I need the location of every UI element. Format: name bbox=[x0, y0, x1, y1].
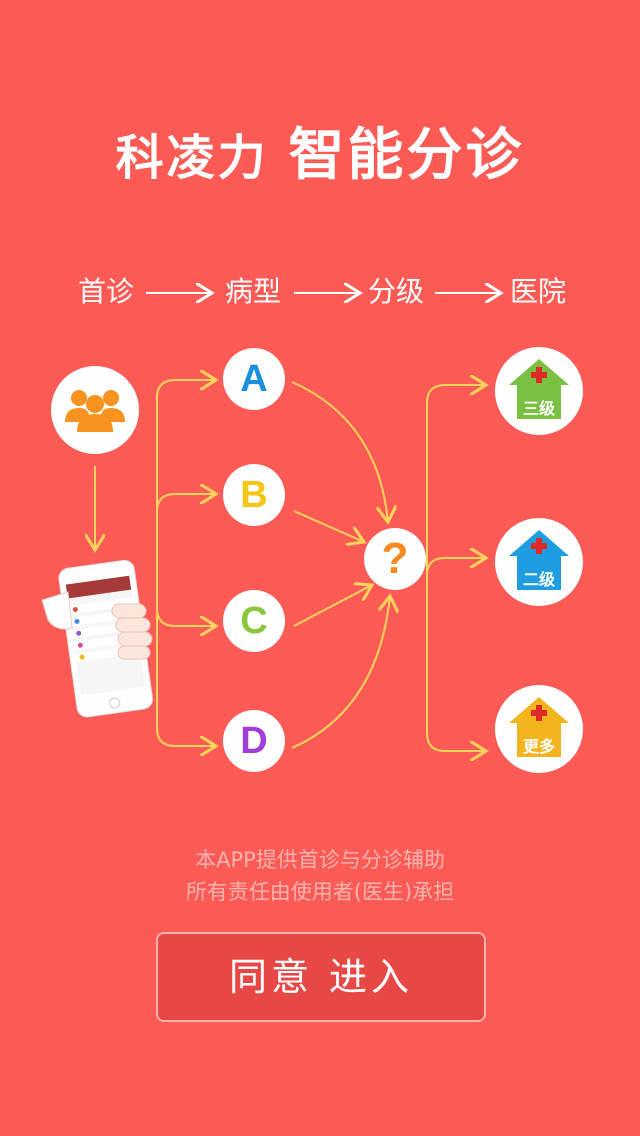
disease-type-d: D bbox=[223, 710, 285, 772]
flow-step-first-visit: 首诊 bbox=[78, 275, 135, 308]
bracket-to-more bbox=[426, 568, 486, 751]
phone-in-hand-illustration bbox=[41, 559, 153, 718]
arrow-d-to-question bbox=[291, 596, 390, 749]
disease-type-b: B bbox=[223, 464, 285, 526]
hospital-level2-label: 二级 bbox=[522, 570, 555, 589]
arrow-to-b bbox=[156, 494, 216, 513]
hospital-level3-node: 三级 bbox=[495, 347, 583, 435]
hospital-house-icon bbox=[509, 359, 569, 419]
title-main: 智能分诊 bbox=[288, 123, 525, 188]
bracket-to-level3 bbox=[426, 385, 486, 568]
flow-step-hospital: 医院 bbox=[510, 275, 567, 308]
brand-name: 科凌力 bbox=[115, 130, 269, 186]
agree-enter-button[interactable]: 同意 进入 bbox=[156, 932, 486, 1022]
notice-line-2: 所有责任由使用者(医生)承担 bbox=[185, 880, 455, 904]
patients-node bbox=[51, 366, 139, 454]
hospital-level2-node: 二级 bbox=[495, 518, 583, 606]
arrow-to-c bbox=[156, 607, 216, 626]
grading-question-node: ? bbox=[364, 528, 426, 590]
hospital-level3-label: 三级 bbox=[522, 399, 555, 418]
arrow-b-to-question bbox=[293, 510, 364, 542]
hospital-house-icon bbox=[509, 697, 569, 757]
notice-line-1: 本APP提供首诊与分诊辅助 bbox=[195, 848, 445, 872]
arrow-a-to-question bbox=[291, 381, 388, 522]
bracket-to-a bbox=[156, 379, 176, 747]
arrow-to-level2 bbox=[426, 558, 486, 576]
arrow-c-to-question bbox=[293, 585, 372, 627]
flow-step-disease-type: 病型 bbox=[225, 275, 282, 308]
flow-step-grading: 分级 bbox=[368, 275, 425, 308]
hospital-house-icon bbox=[509, 530, 569, 590]
disease-type-a: A bbox=[223, 348, 285, 410]
patients-icon bbox=[65, 390, 125, 432]
app-title: 科凌力 智能分诊 bbox=[0, 110, 640, 191]
hospital-more-label: 更多 bbox=[522, 737, 555, 756]
hospital-more-node: 更多 bbox=[495, 685, 583, 773]
disease-type-c: C bbox=[223, 590, 285, 652]
